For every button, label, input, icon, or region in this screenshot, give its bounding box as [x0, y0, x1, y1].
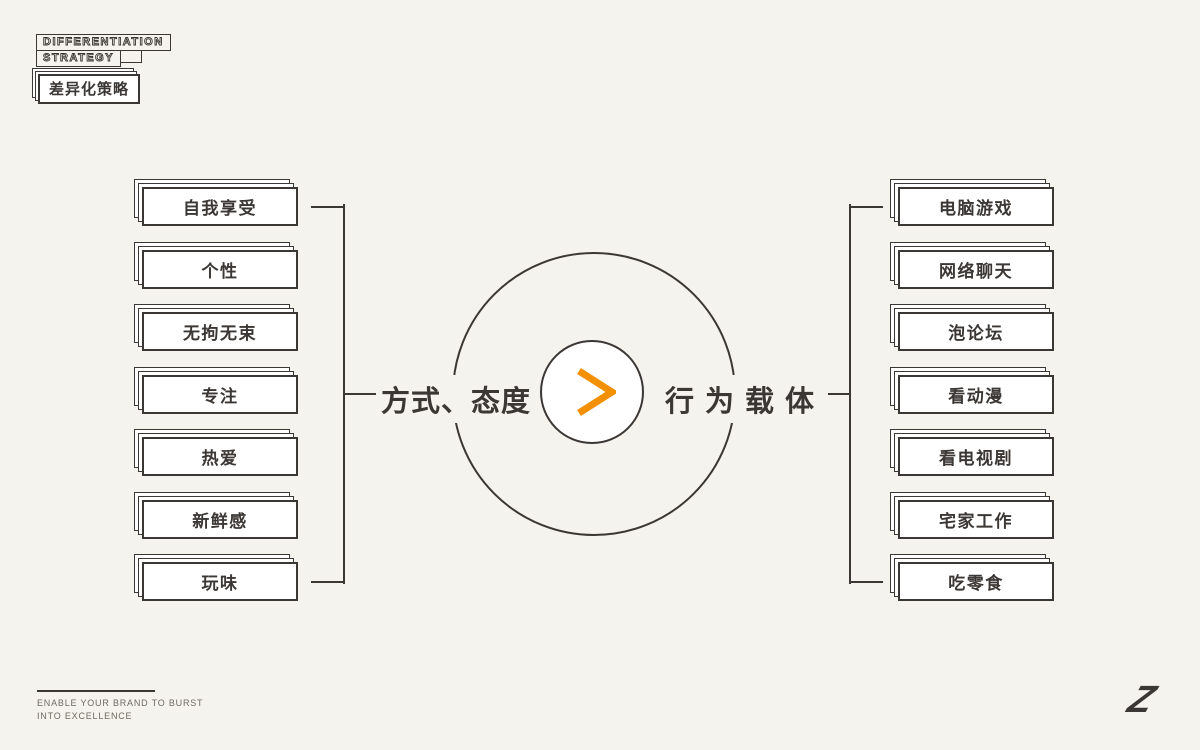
footer-divider: [37, 690, 155, 692]
list-item: 宅家工作: [898, 499, 1054, 539]
list-item: 自我享受: [142, 187, 298, 226]
right-bracket-top-stub: [851, 205, 883, 208]
left-items-column: 自我享受 个性 无拘无束 专注 热爱 新鲜感 玩味: [142, 187, 298, 601]
list-item: 看动漫: [898, 374, 1054, 414]
list-item: 吃零食: [898, 562, 1054, 601]
right-group-label: 行为载体: [662, 375, 829, 423]
list-item: 热爱: [142, 437, 298, 476]
list-item: 专注: [142, 374, 298, 414]
header-row2: STRATEGY: [36, 49, 171, 67]
list-item: 电脑游戏: [898, 187, 1054, 226]
right-bracket-vertical-line: [849, 204, 851, 584]
header-title-cn: 差异化策略: [38, 73, 141, 104]
header-tail-box: [121, 49, 143, 63]
inner-circle: [540, 340, 644, 444]
footer-tagline-line2: INTO EXCELLENCE: [37, 710, 133, 721]
header-title-en-line1: DIFFERENTIATION: [36, 34, 171, 51]
left-group-label: 方式、态度: [378, 375, 535, 423]
list-item: 看电视剧: [898, 437, 1054, 476]
right-bracket-middle-stub: [816, 393, 849, 395]
right-items-column: 电脑游戏 网络聊天 泡论坛 看动漫 看电视剧 宅家工作 吃零食: [898, 187, 1054, 601]
greater-than-arrow-icon: [576, 368, 616, 416]
list-item: 网络聊天: [898, 249, 1054, 289]
footer-tagline-line1: ENABLE YOUR BRAND TO BURST: [37, 698, 204, 708]
list-item: 个性: [142, 249, 298, 289]
left-bracket-bottom-stub: [311, 581, 343, 583]
footer-tagline: ENABLE YOUR BRAND TO BURST INTO EXCELLEN…: [37, 697, 203, 722]
header: DIFFERENTIATION STRATEGY 差异化策略: [36, 32, 171, 104]
list-item: 泡论坛: [898, 312, 1054, 351]
right-bracket-bottom-stub: [851, 581, 883, 583]
left-bracket-top-stub: [311, 205, 343, 208]
left-bracket-middle-stub: [343, 393, 376, 395]
list-item: 玩味: [142, 562, 298, 601]
header-title-en-line2: STRATEGY: [36, 49, 122, 67]
list-item: 无拘无束: [142, 312, 298, 351]
logo-z: Z: [1122, 679, 1161, 721]
list-item: 新鲜感: [142, 499, 298, 539]
